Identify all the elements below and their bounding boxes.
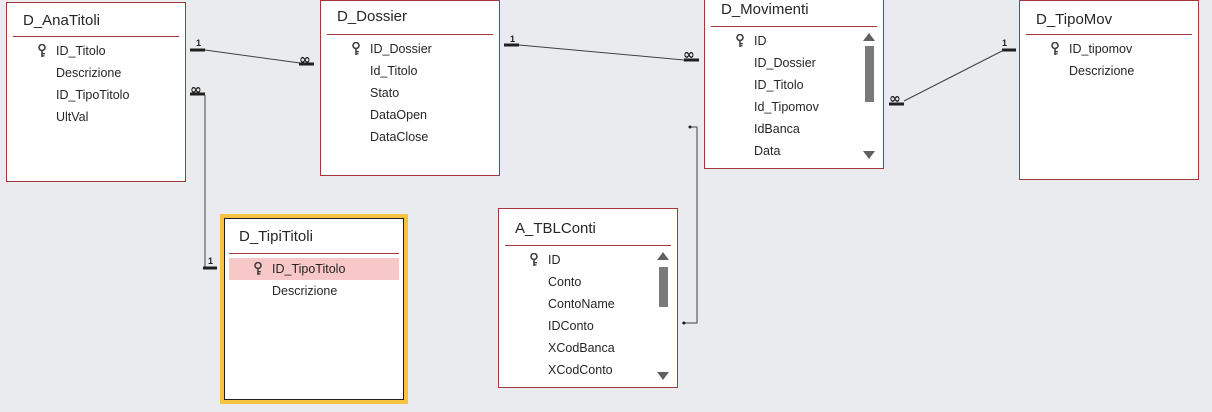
vertical-scrollbar[interactable] bbox=[861, 30, 877, 162]
cardinality-many-label: ∞ bbox=[889, 91, 901, 107]
cardinality-many-label: ∞ bbox=[299, 52, 311, 68]
field-row[interactable]: UltVal bbox=[56, 110, 89, 124]
field-row[interactable]: Id_Tipomov bbox=[754, 100, 819, 114]
field-row[interactable]: ID_Dossier bbox=[327, 38, 493, 60]
table-d-tipititoli[interactable]: D_TipiTitoli ID_TipoTitolo Descrizione bbox=[220, 214, 408, 404]
field-row[interactable]: Data bbox=[754, 144, 781, 158]
table-title[interactable]: D_Movimenti bbox=[711, 0, 877, 27]
relationship-line-tblconti-movimenti[interactable] bbox=[682, 126, 698, 324]
field-list: ID_tipomov Descrizione bbox=[1020, 38, 1198, 82]
field-list: ID Conto ContoName IDConto XCodBanca XCo… bbox=[499, 249, 657, 381]
field-row[interactable]: IdBanca bbox=[754, 122, 800, 136]
cardinality-one-label: 1 bbox=[1002, 38, 1007, 48]
primary-key-icon bbox=[38, 44, 46, 57]
field-list: ID_Titolo Descrizione ID_TipoTitolo UltV… bbox=[7, 40, 185, 128]
field-row[interactable]: ID_tipomov bbox=[1026, 38, 1192, 60]
field-row[interactable]: XCodBanca bbox=[548, 341, 615, 355]
table-title[interactable]: D_AnaTitoli bbox=[13, 3, 179, 37]
primary-key-icon bbox=[1051, 42, 1059, 55]
field-row[interactable]: ID bbox=[711, 30, 857, 52]
field-row[interactable]: Stato bbox=[370, 86, 400, 100]
scroll-down-arrow-icon[interactable] bbox=[657, 372, 669, 380]
relationship-line-anatitoli-dossier[interactable] bbox=[204, 49, 301, 64]
field-row-selected[interactable]: ID_TipoTitolo bbox=[229, 258, 399, 280]
field-row[interactable]: DataOpen bbox=[370, 108, 427, 122]
relationship-line-movimenti-tipomov[interactable] bbox=[903, 50, 1003, 102]
cardinality-one-label: 1 bbox=[208, 256, 213, 266]
field-row[interactable]: Descrizione bbox=[272, 284, 338, 298]
table-d-anatitoli[interactable]: D_AnaTitoli ID_Titolo Descrizione ID_Tip… bbox=[6, 2, 186, 182]
scroll-up-arrow-icon[interactable] bbox=[863, 33, 875, 41]
field-row[interactable]: ContoName bbox=[548, 297, 615, 311]
field-row[interactable]: ID_Titolo bbox=[754, 78, 804, 92]
field-list: ID_TipoTitolo Descrizione bbox=[224, 258, 404, 302]
table-title[interactable]: D_TipiTitoli bbox=[229, 218, 399, 254]
field-row[interactable]: ID_Titolo bbox=[13, 40, 179, 62]
table-title[interactable]: A_TBLConti bbox=[505, 209, 671, 246]
field-row[interactable]: Id_Titolo bbox=[370, 64, 418, 78]
table-d-movimenti[interactable]: D_Movimenti ID ID_Dossier ID_Titolo Id_T… bbox=[704, 0, 884, 169]
relationship-line-anatitoli-tipititoli[interactable] bbox=[204, 95, 216, 269]
field-row[interactable]: ID_TipoTitolo bbox=[56, 88, 130, 102]
table-title[interactable]: D_TipoMov bbox=[1026, 1, 1192, 35]
field-row[interactable]: ID bbox=[505, 249, 651, 271]
field-row[interactable]: Conto bbox=[548, 275, 582, 289]
primary-key-icon bbox=[736, 34, 744, 47]
relationship-line-dossier-movimenti[interactable] bbox=[518, 44, 685, 61]
cardinality-one-label: 1 bbox=[510, 34, 515, 44]
field-list: ID ID_Dossier ID_Titolo Id_Tipomov IdBan… bbox=[705, 30, 863, 162]
primary-key-icon bbox=[352, 42, 360, 55]
vertical-scrollbar[interactable] bbox=[655, 249, 671, 383]
scrollbar-thumb[interactable] bbox=[865, 46, 874, 102]
table-d-tipomov[interactable]: D_TipoMov ID_tipomov Descrizione bbox=[1019, 0, 1199, 180]
primary-key-icon bbox=[254, 262, 262, 275]
cardinality-many-label: ∞ bbox=[683, 47, 695, 63]
field-row[interactable]: Descrizione bbox=[1069, 64, 1135, 78]
cardinality-many-label: ∞ bbox=[190, 82, 202, 98]
table-d-dossier[interactable]: D_Dossier ID_Dossier Id_Titolo Stato Dat… bbox=[320, 0, 500, 176]
field-row[interactable]: Descrizione bbox=[56, 66, 122, 80]
field-row[interactable]: IDConto bbox=[548, 319, 594, 333]
table-a-tblconti[interactable]: A_TBLConti ID Conto ContoName IDConto XC… bbox=[498, 208, 678, 388]
field-row[interactable]: ID_Dossier bbox=[754, 56, 816, 70]
field-list: ID_Dossier Id_Titolo Stato DataOpen Data… bbox=[321, 38, 499, 148]
scroll-up-arrow-icon[interactable] bbox=[657, 252, 669, 260]
field-row[interactable]: XCodConto bbox=[548, 363, 613, 377]
primary-key-icon bbox=[530, 253, 538, 266]
scroll-down-arrow-icon[interactable] bbox=[863, 151, 875, 159]
table-title[interactable]: D_Dossier bbox=[327, 1, 493, 35]
scrollbar-thumb[interactable] bbox=[659, 267, 668, 307]
field-row[interactable]: DataClose bbox=[370, 130, 429, 144]
cardinality-one-label: 1 bbox=[196, 38, 201, 48]
